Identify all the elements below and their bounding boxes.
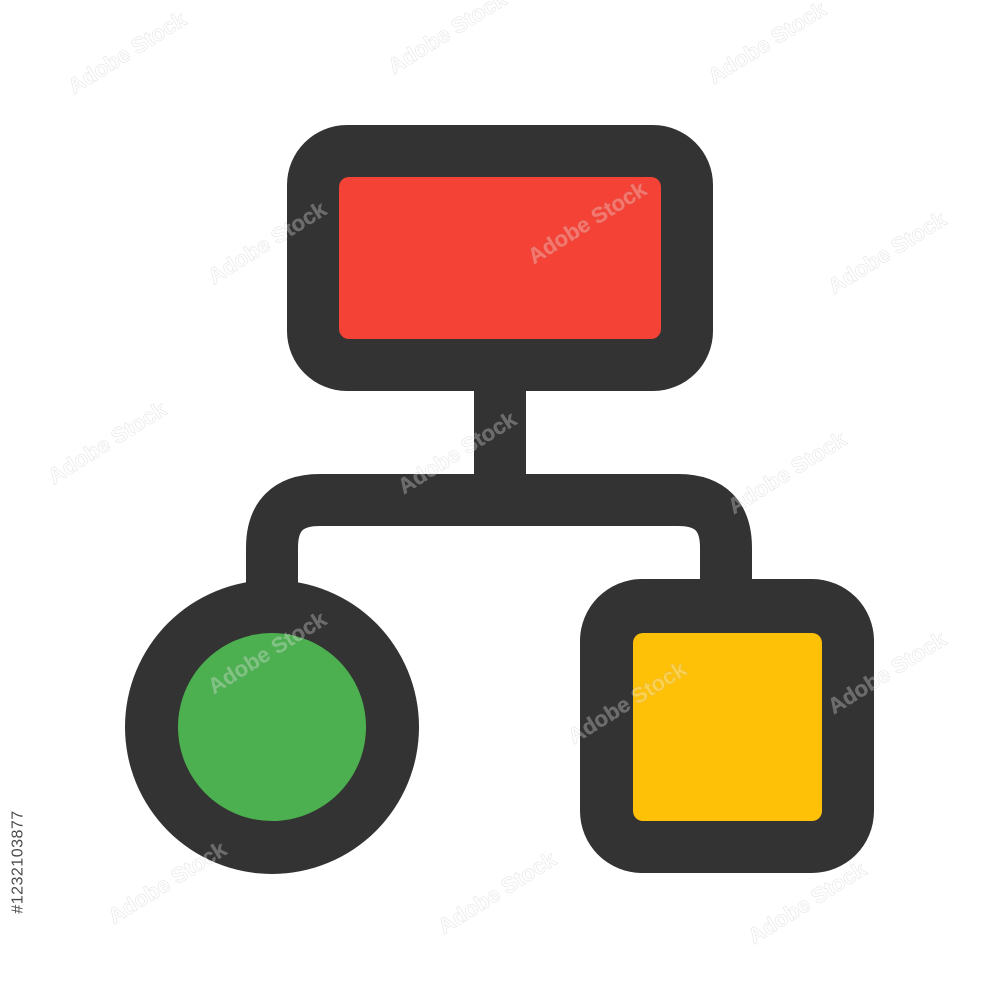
square-node-fill [633, 633, 822, 821]
stock-id-label: #1232103877 [4, 762, 34, 962]
circle-node-fill [178, 633, 366, 821]
branch-connector [246, 474, 752, 600]
connector-lines [246, 385, 752, 600]
top-node-fill [339, 177, 661, 339]
stock-id-text: #1232103877 [10, 810, 28, 914]
